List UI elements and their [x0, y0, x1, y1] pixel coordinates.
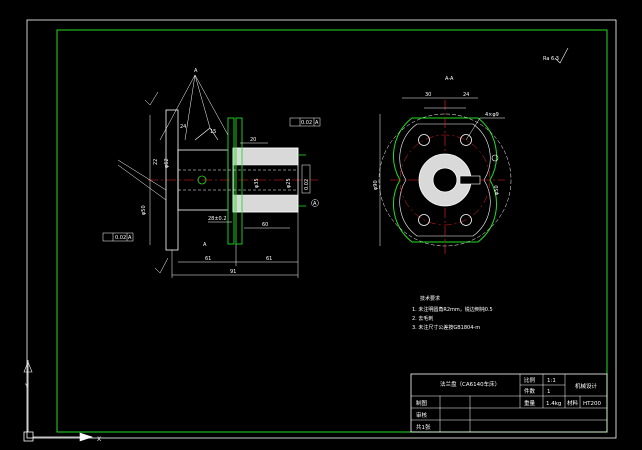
notes-line-2: 2. 去毛刺: [412, 315, 433, 322]
dim-d1: 61: [205, 256, 211, 262]
title-check-label: 审核: [416, 411, 428, 419]
notes-line-1: 1. 未注明圆角R2mm，锐边倒钝0.5: [412, 306, 493, 313]
dim-d8: 28±0.2: [208, 216, 227, 222]
side-dim-right: φ50: [494, 185, 500, 195]
title-weight-label: 重量: [524, 399, 536, 407]
datum-a-bottom: A: [203, 242, 207, 248]
side-dim-top2: 24: [463, 92, 469, 98]
section-label: A-A: [445, 76, 454, 82]
bolt-hole-1: [418, 134, 430, 146]
title-sheet-label: 共1张: [416, 423, 431, 431]
notes-line-3: 3. 未注尺寸公差按GB1804-m: [412, 324, 480, 331]
bolt-hole-3: [418, 214, 430, 226]
title-weight-value: 1.4kg: [546, 401, 561, 407]
side-plate-inner: [399, 123, 491, 237]
datum-a-marker: A: [313, 201, 317, 207]
ucs-x-label: X: [97, 436, 101, 443]
tolerance-frame-1: 0.02 A: [102, 232, 134, 242]
dim-d13: φ25: [286, 178, 292, 188]
ucs-icon: Y X: [23, 360, 101, 443]
tolerance-value-1: 0.02: [115, 235, 126, 241]
front-view: A 61 61 91 28±0.2 60 20 15 24 φ50 22 φ62…: [102, 68, 321, 278]
dim-d10: φ50: [141, 205, 147, 215]
dim-d6: 20: [250, 137, 256, 143]
ucs-y-label: Y: [24, 383, 29, 390]
title-block: 法兰盘（CA6140车床） 比例 1:1 件数 1 机械设计 制图 重量 1.4…: [410, 373, 608, 433]
roughness-mark-top: [144, 91, 159, 106]
title-drawn-label: 制图: [416, 399, 428, 407]
section-hub-outline: [232, 147, 299, 213]
dim-d12: φ35: [254, 178, 260, 188]
technical-notes: 技术要求 1. 未注明圆角R2mm，锐边倒钝0.5 2. 去毛刺 3. 未注尺寸…: [412, 295, 493, 331]
title-material-value: HT200: [583, 401, 601, 407]
tolerance-frame-2: 0.02 A: [289, 117, 321, 127]
notes-title: 技术要求: [420, 295, 440, 302]
bolt-hole-2: [460, 134, 472, 146]
side-plate-outline: [393, 117, 497, 243]
drawing-border: [56, 29, 608, 433]
title-scale-label: 比例: [524, 376, 536, 384]
tolerance-frame-3: 0.02: [301, 164, 311, 194]
dim-d7: 15: [210, 129, 216, 135]
cross-hole: [197, 175, 207, 185]
dim-d4: 24: [180, 124, 186, 130]
title-part-name: 法兰盘（CA6140车床）: [440, 380, 500, 388]
side-dim-top1: 30: [425, 92, 431, 98]
hole-note: 4×φ9: [485, 112, 499, 118]
roughness-mark-left: [154, 257, 169, 274]
title-qty-value: 1: [547, 389, 551, 395]
keyway-slot: [459, 175, 481, 185]
dim-d2: 91: [230, 269, 236, 275]
datum-marker: [311, 199, 319, 207]
dim-d3: 61: [266, 256, 272, 262]
pin-hole: [491, 154, 499, 162]
hub-bore: [432, 167, 458, 193]
title-school: 机械设计: [575, 382, 598, 390]
tolerance-value-3: 0.02: [304, 179, 310, 190]
tolerance-value-2: 0.02: [301, 120, 312, 126]
tolerance-datum-2: A: [315, 120, 319, 126]
section-body-bottom: [232, 194, 299, 213]
dim-d5: 22: [153, 159, 159, 165]
wall-left: [227, 117, 235, 245]
leader-lines-top: [159, 74, 229, 141]
title-material-label: 材料: [567, 399, 579, 407]
dim-d11: φ62: [164, 158, 170, 168]
leader-lines-left: [117, 159, 167, 201]
wall-right: [235, 117, 243, 245]
datum-a-top: A: [194, 68, 198, 74]
dim-d9: 60: [262, 222, 268, 228]
roughness-symbol: Ra 6.3: [543, 47, 569, 64]
bolt-hole-4: [460, 214, 472, 226]
outer-frame: [26, 19, 617, 439]
tolerance-datum-1: A: [128, 235, 132, 241]
section-body-top: [232, 147, 299, 166]
title-qty-label: 件数: [524, 387, 536, 395]
title-scale-value: 1:1: [547, 378, 556, 384]
side-view: A-A 30 24 φ90 φ50 4×φ9: [373, 76, 512, 255]
side-dim-left: φ90: [373, 180, 379, 190]
roughness-note: Ra 6.3: [543, 56, 559, 62]
hole-note-leader: [465, 117, 505, 141]
